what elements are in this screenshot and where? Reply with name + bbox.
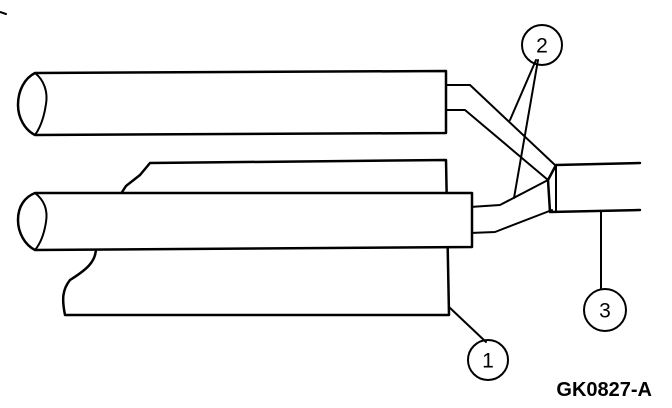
callout-1: 1 bbox=[467, 339, 509, 381]
callout-3: 3 bbox=[583, 288, 627, 332]
leader-line-1 bbox=[448, 306, 487, 343]
part-2-lower-lead-inner bbox=[469, 209, 553, 234]
lower-cable-body bbox=[16, 191, 474, 252]
leader-line-2a bbox=[509, 59, 537, 121]
leader-line-2b bbox=[513, 59, 539, 199]
upper-cable-end bbox=[34, 72, 48, 136]
callout-3-label: 3 bbox=[599, 300, 611, 323]
part-2-lower-lead bbox=[469, 179, 549, 208]
figure-id: GK0827-A bbox=[556, 379, 652, 401]
part-3-wire-end bbox=[546, 161, 642, 214]
corner-mark bbox=[0, 11, 7, 15]
lower-cable-end bbox=[34, 192, 48, 251]
upper-cable-body bbox=[16, 69, 448, 137]
callout-2-label: 2 bbox=[536, 35, 548, 58]
callout-2: 2 bbox=[521, 24, 563, 66]
callout-1-label: 1 bbox=[482, 350, 494, 373]
part-2-upper-lead bbox=[444, 84, 556, 166]
